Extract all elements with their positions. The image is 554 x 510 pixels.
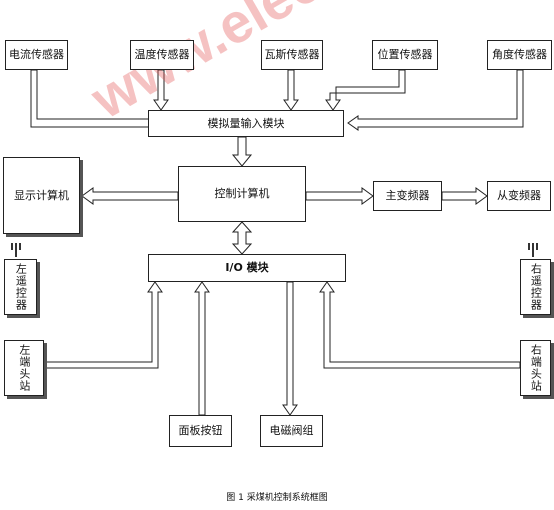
- arrow-position-to-analog: [325, 69, 406, 111]
- position-sensor-label: 位置传感器: [377, 48, 433, 62]
- solenoid-valve-box: 电磁阀组: [260, 415, 323, 447]
- io-module-box: I/O 模块: [148, 254, 346, 282]
- display-computer-label: 显示计算机: [14, 188, 69, 202]
- current-sensor-box: 电流传感器: [5, 40, 68, 70]
- io-module-label: I/O 模块: [225, 261, 269, 275]
- control-computer-label: 控制计算机: [214, 187, 270, 201]
- solenoid-valve-label: 电磁阀组: [269, 424, 314, 438]
- left-antenna-icon: [11, 243, 21, 259]
- right-antenna-icon: [528, 243, 538, 259]
- temperature-sensor-label: 温度传感器: [134, 48, 190, 62]
- right-terminal-box: 右端头站: [520, 340, 551, 396]
- arrow-righttermination-to-io: [319, 281, 521, 369]
- arrow-panel-to-io: [194, 281, 210, 416]
- left-remote-label: 左遥控器: [14, 263, 28, 311]
- main-inverter-box: 主变频器: [373, 181, 442, 211]
- arrow-io-to-solenoid: [282, 281, 298, 416]
- arrow-control-io-bidirectional: [231, 221, 253, 255]
- arrow-angle-to-analog: [347, 69, 524, 131]
- arrow-analog-to-control: [231, 136, 253, 167]
- panel-buttons-label: 面板按钮: [178, 424, 223, 438]
- main-inverter-label: 主变频器: [385, 189, 430, 203]
- display-computer-box: 显示计算机: [3, 157, 80, 234]
- right-remote-label: 右遥控器: [529, 263, 543, 311]
- arrow-lefttermination-to-io: [43, 281, 163, 369]
- left-terminal-box: 左端头站: [4, 340, 44, 396]
- gas-sensor-label: 瓦斯传感器: [264, 48, 320, 62]
- slave-inverter-label: 从变频器: [497, 189, 541, 203]
- arrow-control-to-display: [81, 187, 179, 205]
- left-terminal-label: 左端头站: [17, 344, 31, 392]
- arrow-gas-to-analog: [283, 69, 299, 111]
- arrow-main-to-slave: [441, 187, 488, 205]
- left-remote-box: 左遥控器: [4, 259, 37, 315]
- arrow-temperature-to-analog: [153, 69, 169, 111]
- analog-input-module: 模拟量输入模块: [148, 110, 344, 137]
- position-sensor-box: 位置传感器: [372, 40, 438, 70]
- analog-input-module-label: 模拟量输入模块: [207, 116, 285, 130]
- panel-buttons-box: 面板按钮: [169, 415, 232, 447]
- angle-sensor-box: 角度传感器: [487, 40, 552, 70]
- control-computer-box: 控制计算机: [178, 166, 306, 222]
- arrow-control-to-main: [305, 187, 374, 205]
- current-sensor-label: 电流传感器: [9, 48, 64, 62]
- angle-sensor-label: 角度传感器: [492, 48, 547, 62]
- temperature-sensor-box: 温度传感器: [130, 40, 194, 70]
- slave-inverter-box: 从变频器: [487, 181, 551, 211]
- figure-caption: 图 1 采煤机控制系统框图: [226, 493, 328, 503]
- right-terminal-label: 右端头站: [529, 344, 543, 392]
- gas-sensor-box: 瓦斯传感器: [261, 40, 323, 70]
- right-remote-box: 右遥控器: [520, 259, 551, 315]
